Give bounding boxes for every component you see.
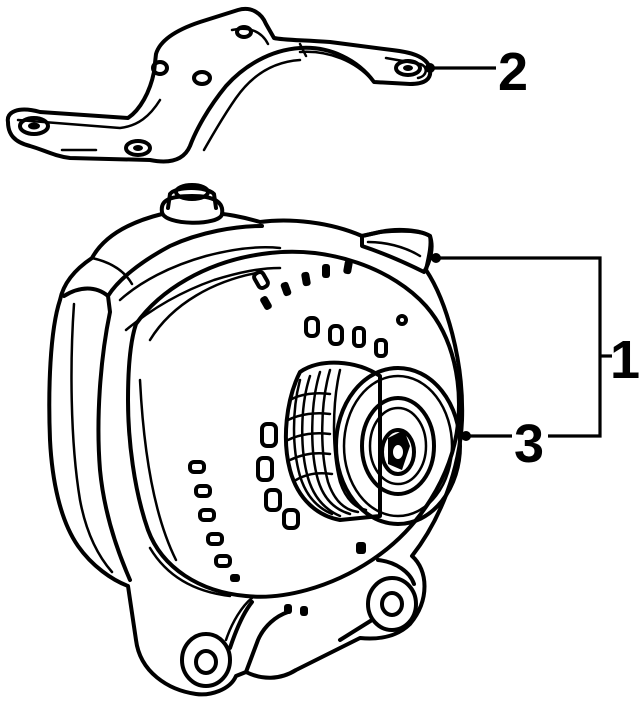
mounting-bracket bbox=[5, 7, 433, 164]
vent-slots bbox=[188, 259, 408, 616]
callout-label-1: 1 bbox=[610, 330, 640, 390]
callout-label-2: 2 bbox=[498, 42, 528, 102]
callout-leaders bbox=[425, 63, 612, 441]
terminal-stud bbox=[159, 183, 225, 225]
front-housing bbox=[126, 249, 461, 599]
callout-label-3: 3 bbox=[514, 414, 544, 474]
lower-right-lug bbox=[338, 558, 418, 642]
alternator-assembly bbox=[47, 183, 465, 697]
pulley bbox=[283, 360, 462, 526]
lower-mount-lug bbox=[180, 596, 254, 688]
